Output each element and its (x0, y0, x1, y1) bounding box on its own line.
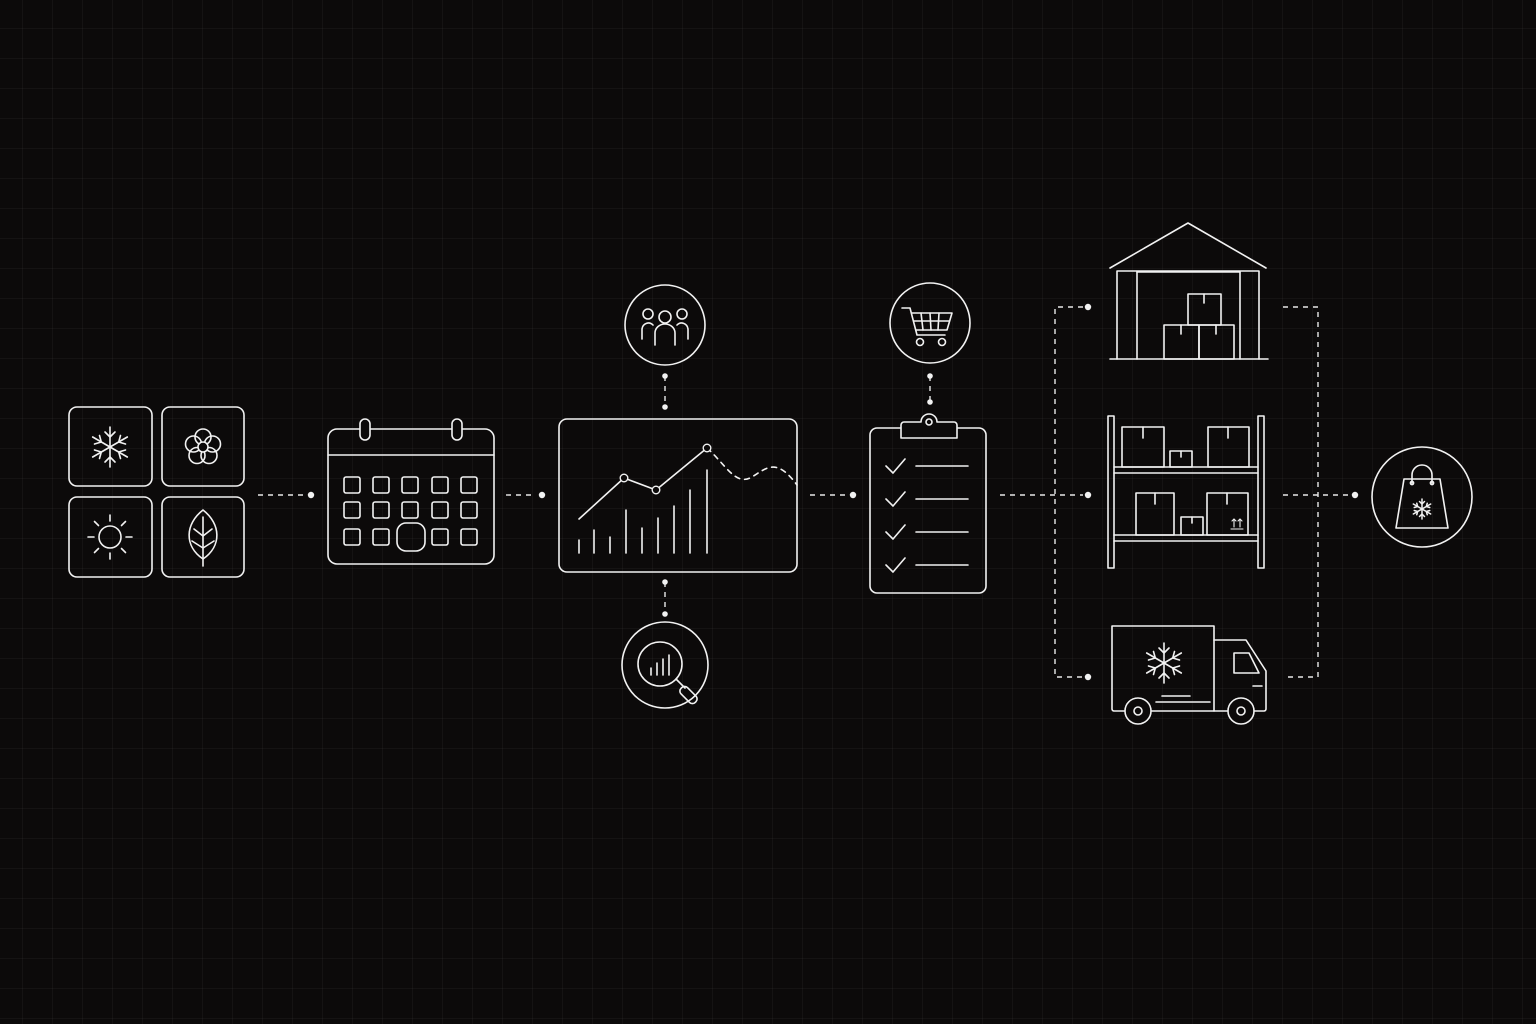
connector-cart-checklist (927, 373, 933, 405)
connector-chart-analytics (662, 579, 668, 617)
autumn-tile (161, 496, 245, 578)
calendar-day-cell (343, 476, 361, 494)
snowflake-icon (1145, 642, 1183, 684)
winter-tile (68, 406, 153, 487)
calendar-day-cell (431, 501, 449, 519)
analytics-search-icon (621, 621, 709, 709)
chart-point (702, 443, 712, 453)
connector-customers-chart (662, 373, 668, 410)
chart-point (651, 485, 661, 495)
calendar-day-cell (401, 476, 419, 494)
clipboard-checklist-icon (869, 413, 987, 594)
shopping-cart-icon (889, 282, 971, 364)
calendar-day-cell (343, 501, 361, 519)
calendar-day-cell (460, 501, 478, 519)
calendar-day-cell (372, 528, 390, 546)
connector-seasons-calendar (258, 491, 315, 499)
storage-shelves-icon (1107, 415, 1265, 569)
connector-chart-checklist (810, 491, 857, 499)
calendar-day-cell (460, 528, 478, 546)
calendar-day-cell (372, 501, 390, 519)
calendar-day-cell (431, 528, 449, 546)
checkmark-icon (885, 491, 906, 507)
snowflake-icon (91, 426, 129, 468)
summer-tile (68, 496, 153, 578)
snowflake-icon (1412, 498, 1432, 520)
leaf-icon (188, 509, 218, 567)
frozen-shopping-bag-icon (1371, 446, 1473, 548)
connector-distribution-customer (1283, 306, 1359, 678)
checkmark-icon (885, 458, 906, 474)
checkmark-icon (885, 557, 906, 573)
selected-day-marker (396, 522, 426, 552)
checkmark-icon (885, 524, 906, 540)
chart-forecast-line (706, 447, 798, 486)
calendar-day-cell (431, 476, 449, 494)
calendar-day-cell (401, 501, 419, 519)
calendar-day-cell (343, 528, 361, 546)
calendar-day-cell (372, 476, 390, 494)
customers-icon (624, 284, 706, 366)
connector-checklist-distribution (1000, 303, 1092, 681)
checklist-rows (885, 458, 969, 573)
seasons-grid (68, 406, 245, 578)
refrigerated-truck-icon (1111, 625, 1267, 725)
chart-bars (578, 469, 708, 554)
calendar-icon (327, 418, 495, 565)
connector-calendar-chart (506, 491, 546, 499)
chart-point (619, 473, 629, 483)
calendar-day-grid (343, 476, 478, 546)
warehouse-icon (1109, 222, 1269, 360)
flower-icon (184, 428, 222, 465)
sun-icon (87, 514, 133, 560)
spring-tile (161, 406, 245, 487)
calendar-day-cell (460, 476, 478, 494)
chart-trend-line (578, 447, 708, 520)
forecast-chart-panel (558, 418, 798, 573)
